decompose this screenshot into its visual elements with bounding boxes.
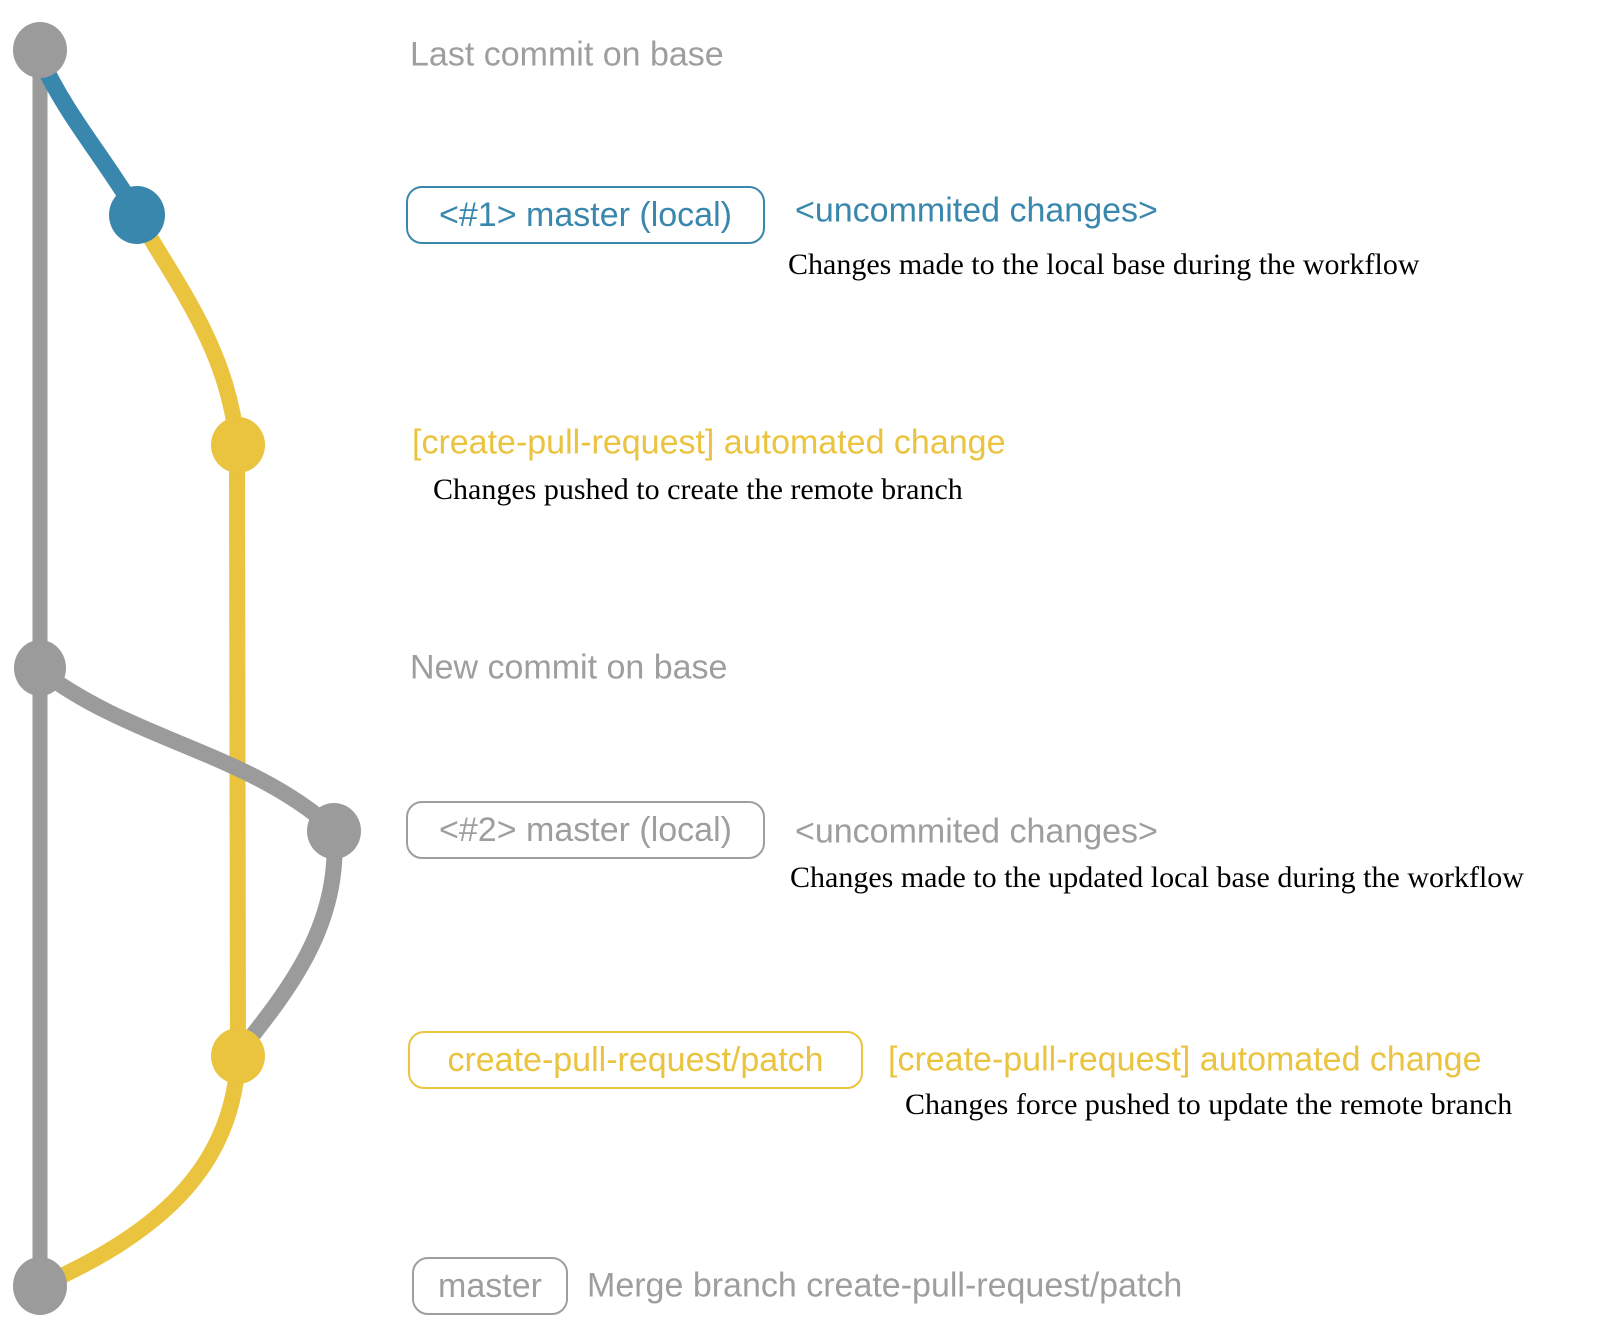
commit-dot-base-merge [13,1257,67,1315]
commit-dot-base-last [13,22,67,78]
local2-branch-line-return [233,825,343,1058]
commit2-note: Changes made to the updated local base d… [790,861,1524,894]
commit1-note: Changes made to the local base during th… [788,248,1420,281]
branch-badge-master: master [412,1257,568,1315]
merge-message: Merge branch create-pull-request/patch [587,1266,1183,1305]
branch-badge-create-pull-request-patch-text: create-pull-request/patch [447,1040,824,1079]
branch-badge-master-local-2: <#2> master (local) [406,801,765,859]
remote-branch-merge-line [40,1057,246,1292]
commit-dot-base-new [14,640,66,696]
commit-dot-remote-1 [211,417,265,473]
commit1-message: <uncommited changes> [795,191,1158,230]
commit-dot-remote-2 [211,1028,265,1084]
push2-note: Changes force pushed to update the remot… [905,1088,1513,1121]
remote-branch-line [130,211,246,1059]
commit-dot-local-1 [109,186,165,244]
new-commit-label: New commit on base [410,648,728,687]
push1-note: Changes pushed to create the remote bran… [433,473,963,506]
local-branch-line [31,49,146,222]
push1-message: [create-pull-request] automated change [412,423,1006,462]
last-commit-label: Last commit on base [410,35,724,74]
branch-badge-create-pull-request-patch: create-pull-request/patch [408,1031,863,1089]
branch-badge-master-local-1-text: <#1> master (local) [439,195,732,234]
branch-badge-master-local-2-text: <#2> master (local) [439,810,732,849]
commit2-message: <uncommited changes> [795,812,1158,851]
local2-branch-line-out [32,662,340,836]
branch-badge-master-text: master [438,1266,542,1305]
commit-dot-local-2 [307,803,361,859]
branch-badge-master-local-1: <#1> master (local) [406,186,765,244]
push2-message: [create-pull-request] automated change [888,1040,1482,1079]
